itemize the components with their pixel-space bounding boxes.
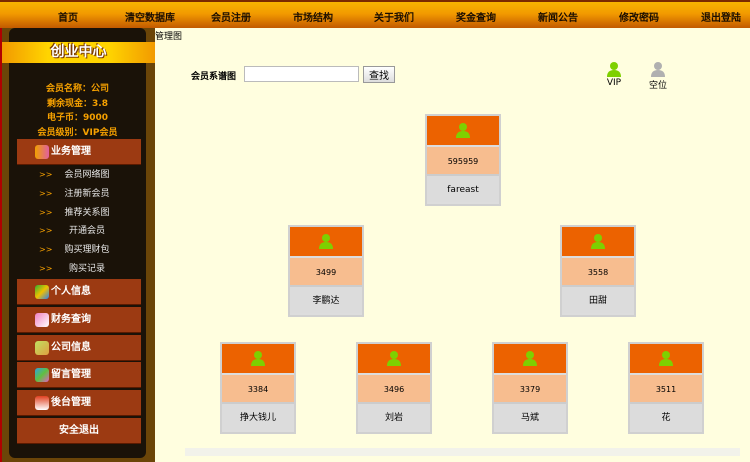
- nav-member-register[interactable]: 会员注册: [211, 13, 251, 24]
- submenu-label: 推荐关系图: [64, 208, 110, 218]
- vip-person-icon: [456, 123, 470, 138]
- arrow-icon: >>: [39, 245, 53, 254]
- message-icon: [35, 368, 49, 382]
- menu-label: 後台管理: [51, 397, 91, 408]
- node-name: 挣大钱儿: [222, 402, 294, 430]
- node-header: [494, 344, 566, 373]
- submenu-activate-member[interactable]: >> 开通会员: [17, 222, 141, 240]
- node-name: fareast: [427, 174, 499, 202]
- legend-empty: 空位: [645, 61, 671, 91]
- member-name: 会员名称：公司: [45, 84, 109, 94]
- menu-label: 安全退出: [59, 425, 99, 436]
- arrow-icon: >>: [39, 189, 53, 198]
- node-name: 花: [630, 402, 702, 430]
- empty-person-icon: [651, 62, 665, 77]
- node-id: 595959: [427, 145, 499, 174]
- nav-about-us[interactable]: 关于我们: [374, 13, 414, 24]
- submenu-label: 会员网络图: [64, 170, 110, 180]
- submenu-purchase-records[interactable]: >> 购买记录: [17, 260, 141, 278]
- remaining-cash: 剩余现金：3.8: [47, 99, 108, 109]
- nav-market-structure[interactable]: 市场结构: [293, 13, 333, 24]
- vip-person-icon: [251, 351, 265, 366]
- legend-label: VIP: [606, 78, 622, 88]
- nav-clear-database[interactable]: 清空数据库: [125, 13, 175, 24]
- menu-label: 财务查询: [51, 314, 91, 325]
- arrow-icon: >>: [39, 170, 53, 179]
- node-header: [427, 116, 499, 145]
- vip-person-icon: [591, 234, 605, 249]
- submenu-label: 购买理财包: [64, 245, 110, 255]
- vip-person-icon: [659, 351, 673, 366]
- nav-news[interactable]: 新闻公告: [538, 13, 578, 24]
- arrow-icon: >>: [39, 264, 53, 273]
- menu-messages[interactable]: 留言管理: [17, 362, 141, 388]
- legend-vip: VIP: [601, 61, 627, 88]
- nav-bonus-query[interactable]: 奖金查询: [456, 13, 496, 24]
- submenu-label: 购买记录: [68, 264, 105, 274]
- menu-company-info[interactable]: 公司信息: [17, 335, 141, 361]
- nav-logout[interactable]: 退出登陆: [701, 13, 741, 24]
- nav-home[interactable]: 首页: [58, 13, 78, 24]
- vip-person-icon: [523, 351, 537, 366]
- menu-finance[interactable]: 财务查询: [17, 307, 141, 333]
- legend-label: 空位: [648, 81, 667, 91]
- menu-business[interactable]: 业务管理: [17, 139, 141, 165]
- node-header: [630, 344, 702, 373]
- node-id: 3511: [630, 373, 702, 402]
- card-icon: [35, 313, 49, 327]
- node-name: 马斌: [494, 402, 566, 430]
- search-input[interactable]: [244, 66, 359, 82]
- node-name: 田甜: [562, 285, 634, 313]
- node-header: [358, 344, 430, 373]
- submenu-buy-package[interactable]: >> 购买理财包: [17, 241, 141, 259]
- submenu-label: 开通会员: [68, 226, 105, 236]
- arrow-icon: >>: [39, 226, 53, 235]
- business-icon: [35, 145, 49, 159]
- search-button[interactable]: 查找: [363, 66, 395, 83]
- vip-person-icon: [319, 234, 333, 249]
- top-navigation: 首页 清空数据库 会员注册 市场结构 关于我们 奖金查询 新闻公告 修改密码 退…: [0, 0, 750, 28]
- e-coin: 电子币：9000: [46, 113, 109, 123]
- node-id: 3558: [562, 256, 634, 285]
- home-icon: [35, 396, 49, 410]
- vip-person-icon: [607, 62, 621, 77]
- menu-admin[interactable]: 後台管理: [17, 390, 141, 416]
- node-name: 刘岩: [358, 402, 430, 430]
- menu-label: 个人信息: [51, 286, 91, 297]
- member-level: 会员级别：VIP会员: [37, 128, 118, 138]
- breadcrumb: 管理图: [155, 32, 183, 42]
- money-icon: [35, 341, 49, 355]
- node-id: 3496: [358, 373, 430, 402]
- menu-personal-info[interactable]: 个人信息: [17, 279, 141, 305]
- node-header: [222, 344, 294, 373]
- menu-label: 留言管理: [51, 369, 91, 380]
- horizontal-scrollbar[interactable]: [185, 448, 740, 456]
- node-header: [562, 227, 634, 256]
- sidebar-title: 创业中心: [2, 42, 155, 63]
- submenu-network-chart[interactable]: >> 会员网络图: [17, 166, 141, 184]
- node-id: 3379: [494, 373, 566, 402]
- people-icon: [35, 285, 49, 299]
- menu-label: 公司信息: [51, 342, 91, 353]
- menu-label: 业务管理: [51, 146, 91, 157]
- search-label: 会员系谱图: [191, 72, 237, 82]
- arrow-icon: >>: [39, 208, 53, 217]
- logout-button[interactable]: 安全退出: [17, 418, 141, 444]
- node-header: [290, 227, 362, 256]
- vip-person-icon: [387, 351, 401, 366]
- submenu-label: 注册新会员: [64, 189, 110, 199]
- submenu-referral-chart[interactable]: >> 推荐关系图: [17, 204, 141, 222]
- node-id: 3499: [290, 256, 362, 285]
- node-name: 李鹏达: [290, 285, 362, 313]
- nav-change-password[interactable]: 修改密码: [619, 13, 659, 24]
- submenu-register-member[interactable]: >> 注册新会员: [17, 185, 141, 203]
- node-id: 3384: [222, 373, 294, 402]
